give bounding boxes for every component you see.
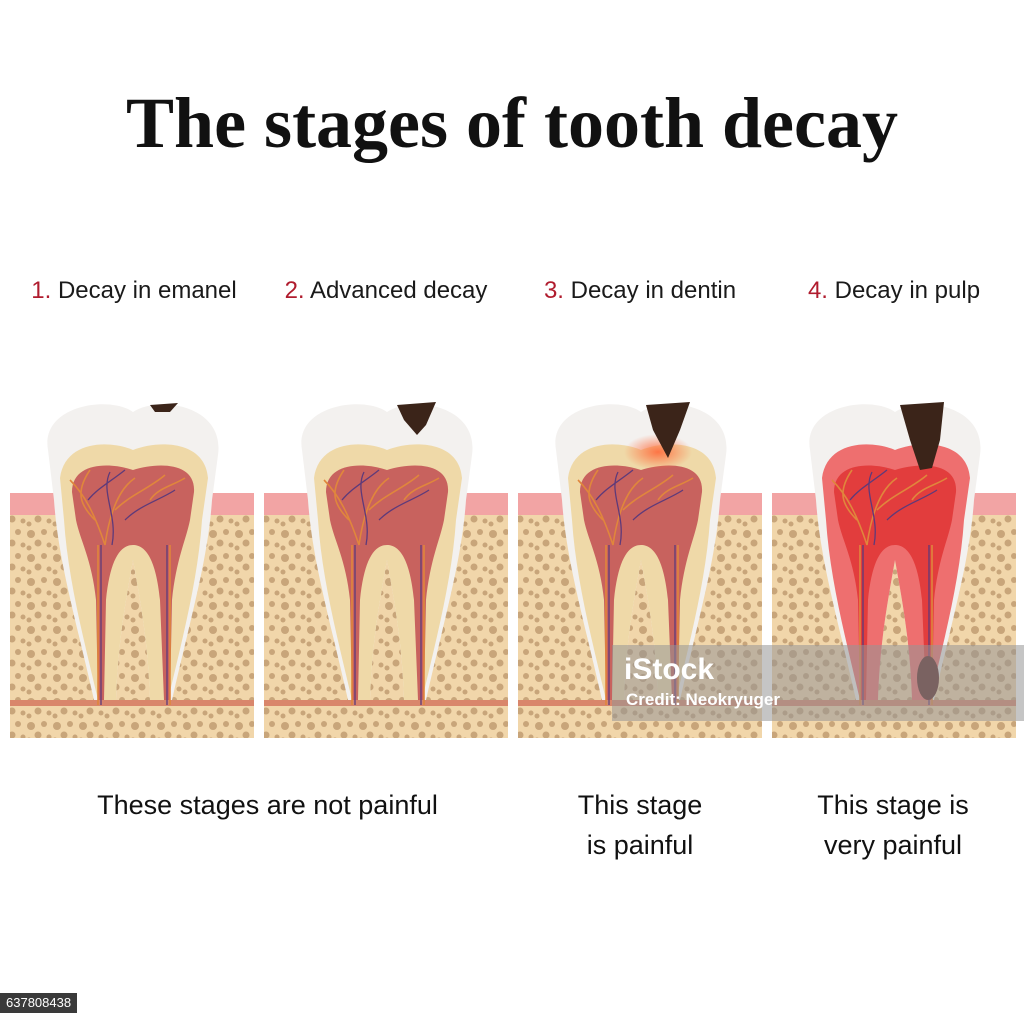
- root-canal-line: [10, 700, 254, 706]
- stage-label-4: 4. Decay in pulp: [766, 276, 1022, 306]
- stage-number: 3.: [543, 277, 564, 304]
- tooth-panel-2: [264, 402, 508, 738]
- decay-spot: [150, 403, 178, 412]
- decay-cavity: [646, 402, 690, 458]
- stage-name: Advanced decay: [309, 277, 488, 304]
- page-title: The stages of tooth decay: [126, 83, 898, 163]
- watermark-credit: Credit: Neokryuger: [626, 690, 780, 709]
- pulp: [580, 465, 703, 700]
- note-very-painful-line1: This stage is: [817, 790, 969, 820]
- note-painful: This stage is painful: [540, 785, 740, 865]
- decay-cavity: [900, 402, 944, 470]
- pulp: [72, 465, 195, 700]
- decay-cavity: [397, 402, 436, 435]
- stage-label-2: 2. Advanced decay: [258, 276, 514, 306]
- stage-name: Decay in dentin: [570, 277, 737, 304]
- inflamed-pulp: [834, 465, 957, 700]
- stage-number: 2.: [284, 277, 305, 304]
- note-painful-line1: This stage: [577, 790, 703, 820]
- stage-number: 4.: [807, 277, 828, 304]
- stock-id-badge: 637808438: [0, 993, 78, 1013]
- tooth-decay-illustration: [10, 402, 1016, 738]
- pulp: [326, 465, 449, 700]
- note-painful-line2: is painful: [586, 830, 694, 860]
- note-very-painful-line2: very painful: [823, 830, 963, 860]
- tooth-panel-1: [10, 403, 254, 738]
- tooth-panel-4: [772, 402, 1016, 738]
- stage-name: Decay in emanel: [57, 277, 237, 304]
- stage-name: Decay in pulp: [834, 277, 981, 304]
- stage-label-1: 1. Decay in emanel: [6, 276, 262, 306]
- note-very-painful: This stage is very painful: [782, 785, 1004, 865]
- root-canal-line: [264, 700, 508, 706]
- inflammation-glow: [624, 434, 692, 470]
- watermark-band: [612, 645, 1024, 721]
- stage-number: 1.: [31, 277, 52, 304]
- note-not-painful: These stages are not painful: [97, 790, 438, 820]
- stage-label-3: 3. Decay in dentin: [512, 276, 768, 306]
- watermark-logo: iStock: [624, 653, 715, 686]
